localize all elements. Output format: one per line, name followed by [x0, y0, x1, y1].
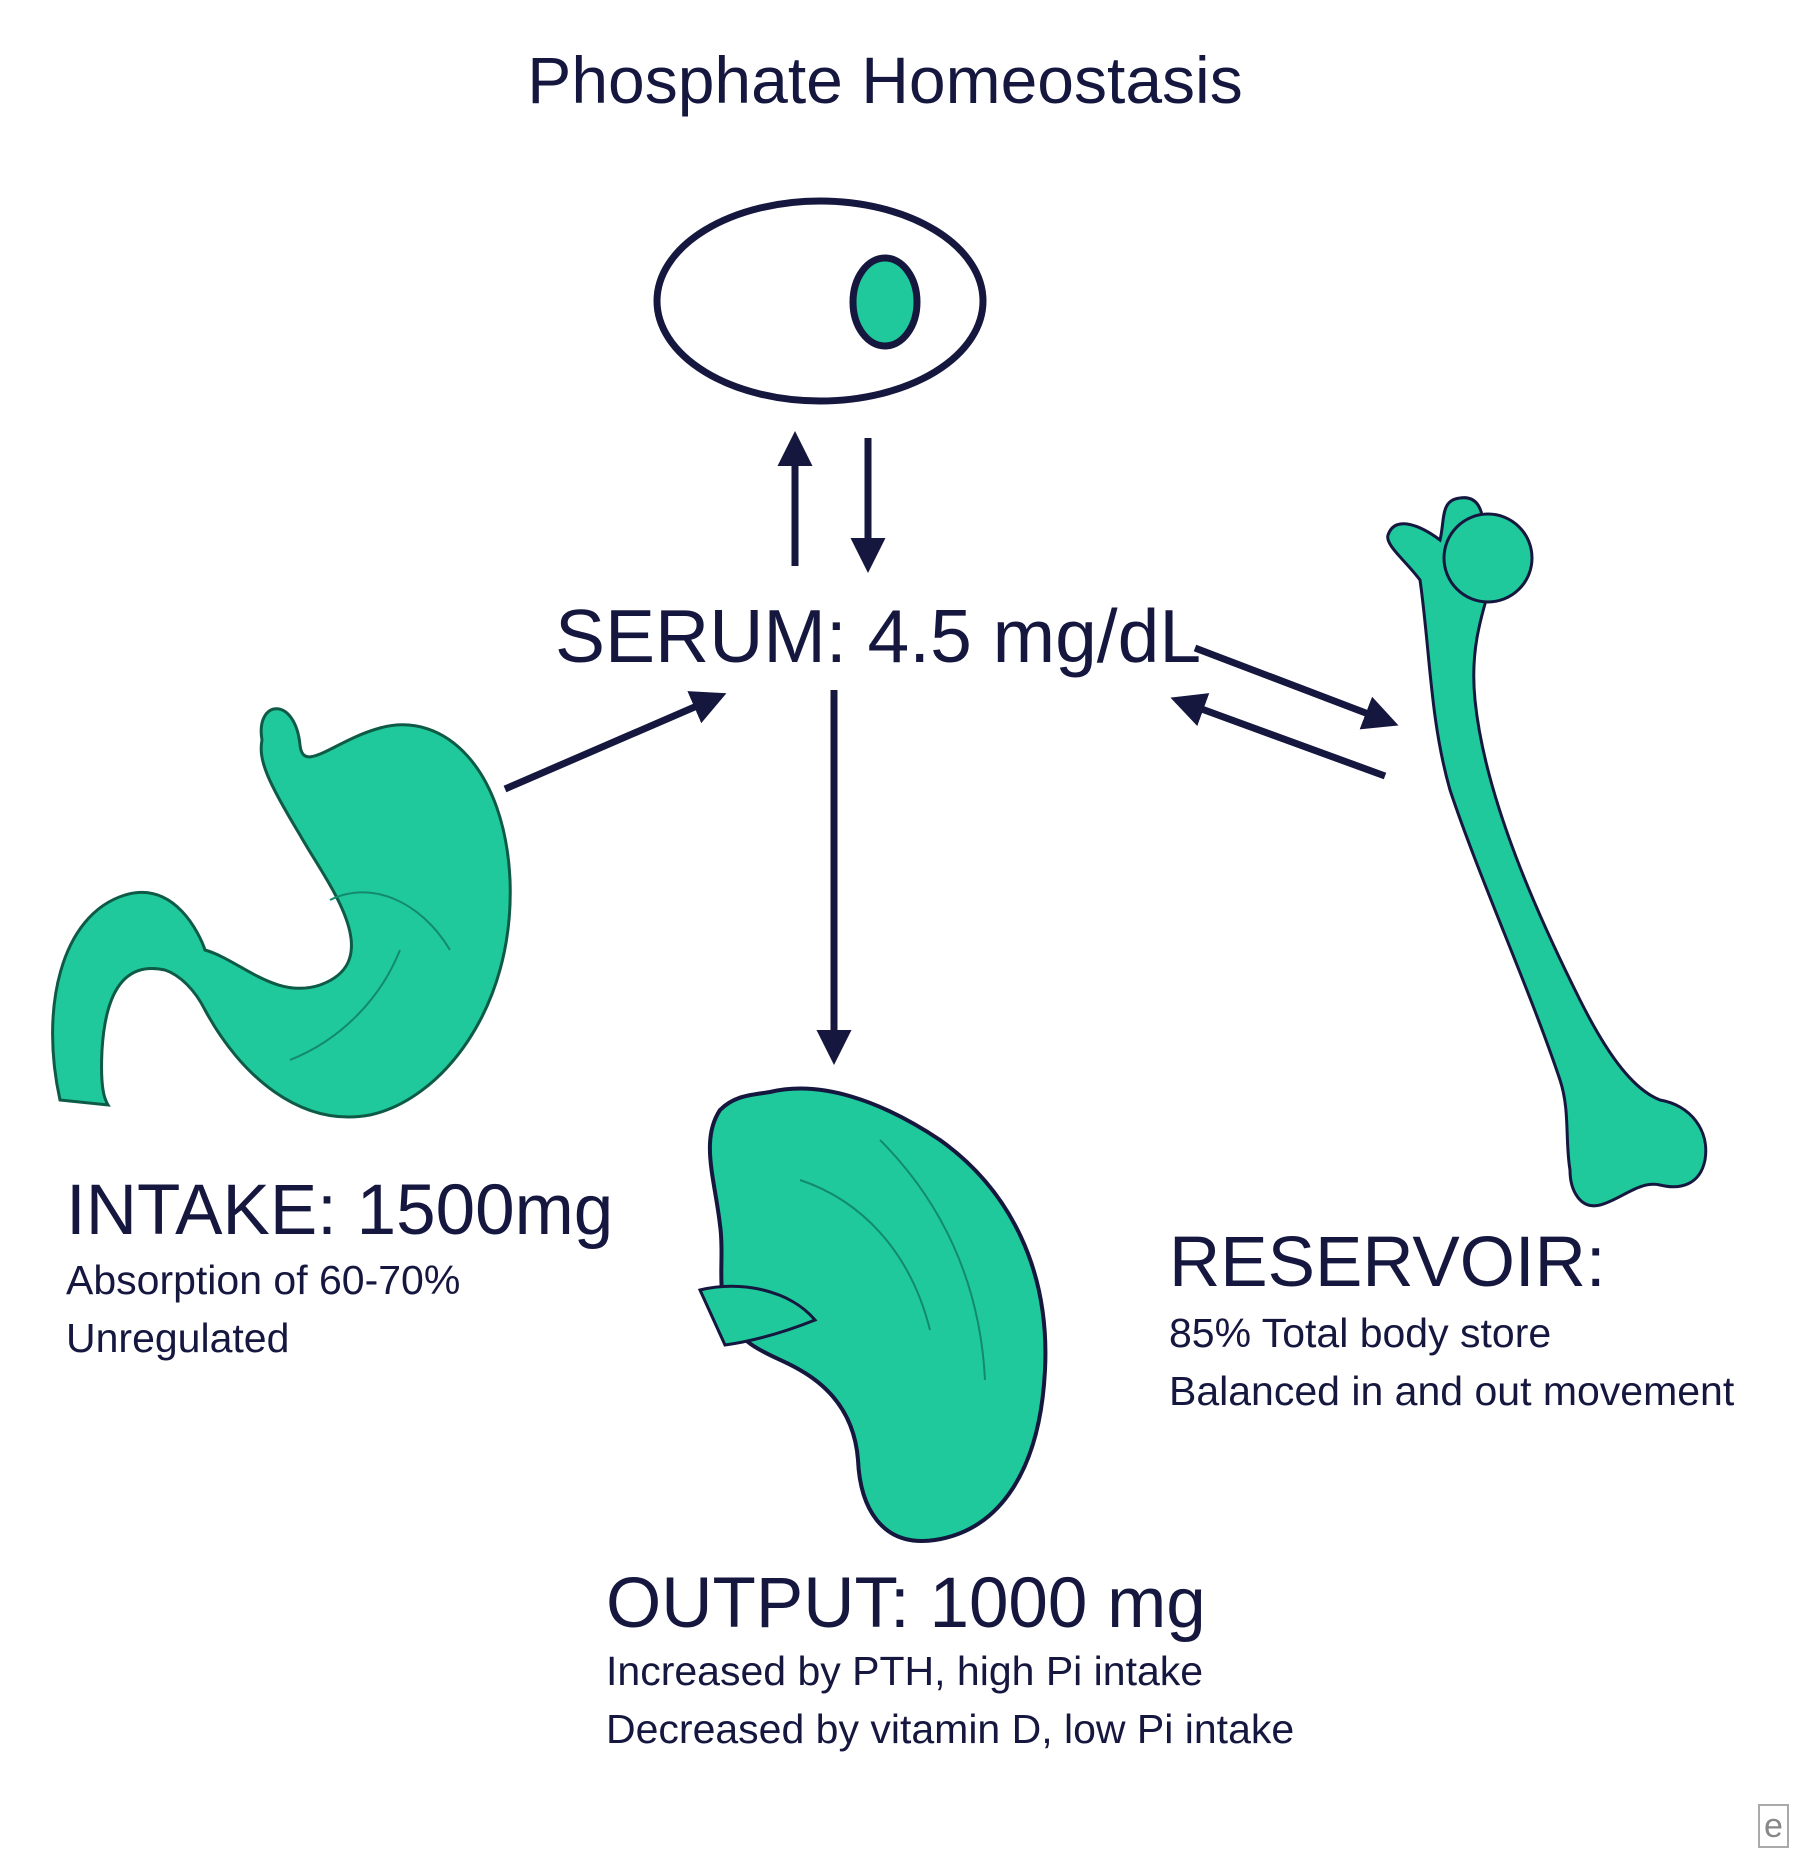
- intake-title: INTAKE: 1500mg: [66, 1171, 614, 1250]
- output-line: Increased by PTH, high Pi intake: [606, 1648, 1204, 1694]
- output-line: Decreased by vitamin D, low Pi intake: [606, 1706, 1295, 1752]
- reservoir-details: 85% Total body store Balanced in and out…: [1169, 1304, 1734, 1420]
- intake-line: Unregulated: [66, 1315, 290, 1361]
- femur-bone-icon: [1386, 496, 1708, 1208]
- output-details: Increased by PTH, high Pi intake Decreas…: [606, 1642, 1294, 1758]
- intake-details: Absorption of 60-70% Unregulated: [66, 1251, 460, 1367]
- intake-line: Absorption of 60-70%: [66, 1257, 461, 1303]
- stomach-icon: [51, 707, 512, 1119]
- serum-label: SERUM: 4.5 mg/dL: [555, 594, 1202, 678]
- arrow-intake-to-serum: [503, 691, 727, 793]
- reservoir-title: RESERVOIR:: [1169, 1223, 1606, 1302]
- output-title: OUTPUT: 1000 mg: [606, 1564, 1206, 1643]
- reservoir-line: 85% Total body store: [1169, 1310, 1552, 1356]
- diagram-title: Phosphate Homeostasis: [527, 43, 1243, 117]
- cell-icon: [653, 197, 987, 405]
- arrow-bone-to-serum: [1170, 693, 1387, 780]
- watermark-logo: e: [1758, 1804, 1789, 1848]
- kidney-icon: [697, 1086, 1048, 1543]
- reservoir-line: Balanced in and out movement: [1169, 1368, 1735, 1414]
- arrow-serum-to-bone: [1193, 644, 1399, 730]
